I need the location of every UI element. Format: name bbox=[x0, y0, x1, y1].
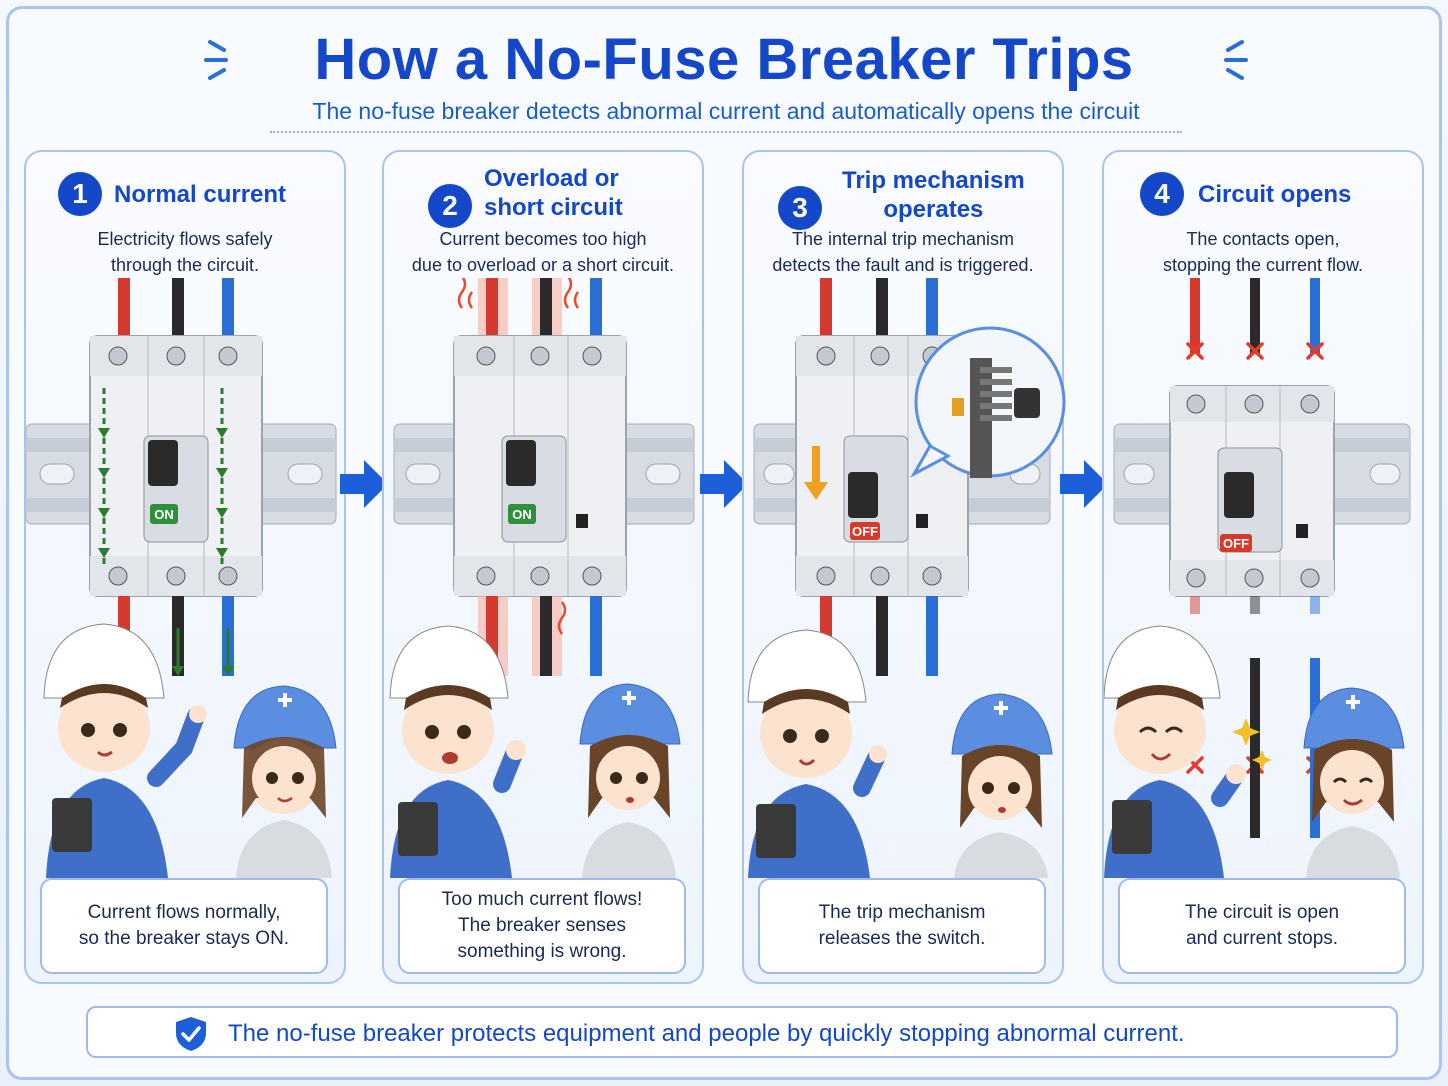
step-header: 3 Trip mechanism operates bbox=[744, 167, 1062, 230]
breaker-open-illustration: OFF bbox=[1104, 278, 1411, 878]
step-header: 2 Overload or short circuit bbox=[384, 165, 702, 230]
step-title: Normal current bbox=[114, 181, 287, 208]
speech-bubble: Too much current flows! The breaker sens… bbox=[398, 878, 686, 974]
switch-state-label: OFF bbox=[1223, 536, 1249, 551]
step-header: 4 Circuit opens bbox=[1104, 170, 1422, 230]
step-panel-1: 1 Normal current Electricity flows safel… bbox=[24, 150, 346, 984]
step-title: Overload or short circuit bbox=[484, 165, 623, 221]
breaker-overload-illustration: ON bbox=[389, 278, 695, 878]
summary-text: The no-fuse breaker protects equipment a… bbox=[228, 1020, 1185, 1047]
speech-bubble: Current flows normally, so the breaker s… bbox=[40, 878, 328, 974]
breaker-normal-illustration: ON bbox=[26, 278, 337, 878]
step-number-badge: 3 bbox=[778, 186, 822, 230]
step-panel-2: 2 Overload or short circuit Current beco… bbox=[382, 150, 704, 984]
breaker-trip-illustration: OFF bbox=[747, 278, 1066, 878]
step-panel-4: 4 Circuit opens The contacts open, stopp… bbox=[1102, 150, 1424, 984]
speech-bubble: The circuit is open and current stops. bbox=[1118, 878, 1406, 974]
step-number-badge: 4 bbox=[1140, 172, 1184, 216]
step-description: Current becomes too high due to overload… bbox=[411, 229, 675, 275]
arrow-right-icon bbox=[1060, 460, 1108, 508]
step-description: Electricity flows safely through the cir… bbox=[97, 229, 273, 275]
step-panel-3: 3 Trip mechanism operates The internal t… bbox=[742, 150, 1066, 984]
speech-bubble: The trip mechanism releases the switch. bbox=[758, 878, 1046, 974]
switch-state-label: ON bbox=[154, 507, 174, 522]
shield-check-icon bbox=[176, 1017, 206, 1051]
switch-state-label: ON bbox=[512, 507, 532, 522]
switch-state-label: OFF bbox=[852, 524, 878, 539]
page-subtitle: The no-fuse breaker detects abnormal cur… bbox=[270, 98, 1182, 133]
step-title: Trip mechanism operates bbox=[842, 167, 1025, 223]
sparkle-right-icon bbox=[1224, 40, 1248, 80]
arrow-right-icon bbox=[700, 460, 748, 508]
page-title: How a No-Fuse Breaker Trips bbox=[314, 27, 1134, 92]
step-number-badge: 2 bbox=[428, 184, 472, 228]
step-title: Circuit opens bbox=[1198, 181, 1352, 208]
step-number-badge: 1 bbox=[58, 172, 102, 216]
arrow-right-icon bbox=[340, 460, 388, 508]
summary-banner: The no-fuse breaker protects equipment a… bbox=[86, 1006, 1398, 1058]
step-description: The contacts open, stopping the current … bbox=[1162, 229, 1364, 275]
sparkle-left-icon bbox=[204, 40, 228, 80]
step-description: The internal trip mechanism detects the … bbox=[772, 229, 1034, 275]
step-header: 1 Normal current bbox=[26, 170, 344, 230]
